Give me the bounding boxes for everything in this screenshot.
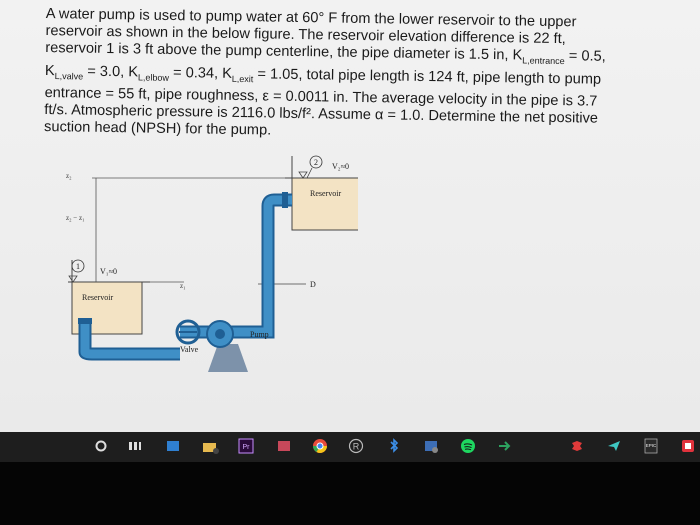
point-2-label: 2: [314, 158, 318, 167]
v1-label: V₁≈0: [100, 267, 117, 276]
subscript: L,exit: [231, 73, 254, 84]
suction-inlet-flange: [78, 318, 92, 324]
lower-surface-marker: [68, 275, 78, 283]
direction-icon[interactable]: [606, 438, 622, 454]
mail-icon[interactable]: [276, 438, 292, 454]
text-span: = 0.34, K: [168, 64, 233, 82]
bluetooth-icon[interactable]: [386, 438, 402, 454]
text-span: K: [44, 62, 55, 79]
z2-label: z₂: [66, 172, 72, 180]
pump-base: [208, 344, 248, 372]
valve-label: Valve: [180, 345, 199, 354]
upper-reservoir-label: Reservoir: [310, 189, 341, 198]
subscript: L,entrance: [522, 55, 565, 67]
photos-icon[interactable]: [423, 438, 439, 454]
upper-reservoir-wall: [291, 156, 358, 231]
pump-system-figure: 2 V₂≈0 Reservoir 1 V₁≈0 Reservoir z₂ z₂ …: [66, 155, 358, 372]
z1-label: z₁: [180, 282, 186, 290]
text-span: = 3.0, K: [83, 63, 139, 80]
suction-pipe: [80, 322, 180, 359]
z2-z1-label: z₂ − z₁: [66, 214, 85, 222]
upper-reservoir-water: [292, 178, 358, 230]
premiere-icon[interactable]: Pr: [238, 438, 254, 454]
point-1-label: 1: [76, 262, 80, 271]
subscript: L,valve: [54, 70, 84, 82]
file-explorer-icon[interactable]: [165, 438, 181, 454]
lower-reservoir-label: Reservoir: [82, 293, 113, 302]
chrome-icon[interactable]: [312, 438, 328, 454]
text-span: = 0.5,: [564, 48, 606, 66]
discharge-outlet-flange: [282, 192, 288, 208]
arrow-icon[interactable]: [496, 438, 512, 454]
premiere-text: Pr: [243, 444, 251, 451]
screenshot-view: A water pump is used to pump water at 60…: [0, 0, 700, 432]
lower-reservoir-wall: [71, 260, 143, 335]
task-view-icon[interactable]: [127, 438, 143, 454]
pump-hub: [215, 329, 225, 339]
problem-statement: A water pump is used to pump water at 60…: [44, 6, 656, 146]
folder-icon[interactable]: [202, 438, 219, 454]
r-app-text: R: [353, 442, 360, 452]
epic-text: EPIC: [646, 443, 657, 448]
point-1-circle: [71, 259, 85, 273]
pump-label: Pump: [250, 330, 269, 339]
v2-label: V₂≈0: [332, 162, 349, 171]
point-2-leader: [306, 167, 313, 179]
discharge-pipe-outline: [180, 193, 292, 339]
epic-games-icon[interactable]: EPIC: [643, 438, 659, 454]
bottom-bezel: [0, 462, 700, 525]
red-app-icon[interactable]: [680, 438, 696, 454]
upper-surface-marker: [298, 171, 308, 179]
diameter-label: D: [310, 280, 316, 289]
spotify-icon[interactable]: [460, 438, 476, 454]
circle-icon[interactable]: [93, 438, 109, 454]
valve-wheel: [175, 319, 201, 345]
r-app-icon[interactable]: R: [348, 438, 364, 454]
point-2-circle: [309, 155, 323, 169]
puzzle-icon[interactable]: [569, 438, 585, 454]
taskbar: Pr R EPIC: [0, 432, 700, 462]
discharge-pipe: [180, 195, 292, 337]
subscript: L,elbow: [137, 71, 170, 83]
